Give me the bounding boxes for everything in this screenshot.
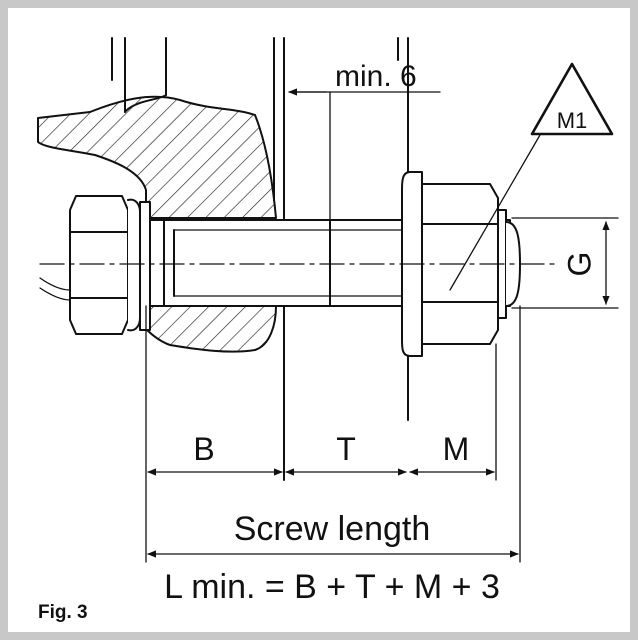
technical-drawing: min. 6 M1 G B T M Screw length L min. = … <box>37 37 619 606</box>
m1-leader <box>449 134 541 291</box>
warning-mark-label: M1 <box>557 108 588 133</box>
extension-lines <box>145 305 521 563</box>
g-label: G <box>561 252 597 277</box>
bolt-head <box>69 195 141 335</box>
wire-left <box>39 277 71 301</box>
g-dimension <box>511 217 619 309</box>
formula-label: L min. = B + T + M + 3 <box>164 568 500 606</box>
min6-label: min. 6 <box>335 60 417 93</box>
warning-triangle-icon <box>530 62 614 136</box>
min6-dimension <box>288 88 441 221</box>
head-washer <box>139 201 151 331</box>
figure-caption: Fig. 3 <box>38 602 88 623</box>
housing-section-lower <box>129 305 277 353</box>
t-label: T <box>336 431 356 467</box>
m-label: M <box>443 431 470 467</box>
screw-length-label: Screw length <box>234 510 431 548</box>
housing-section-upper <box>37 95 277 219</box>
b-label: B <box>193 431 214 467</box>
